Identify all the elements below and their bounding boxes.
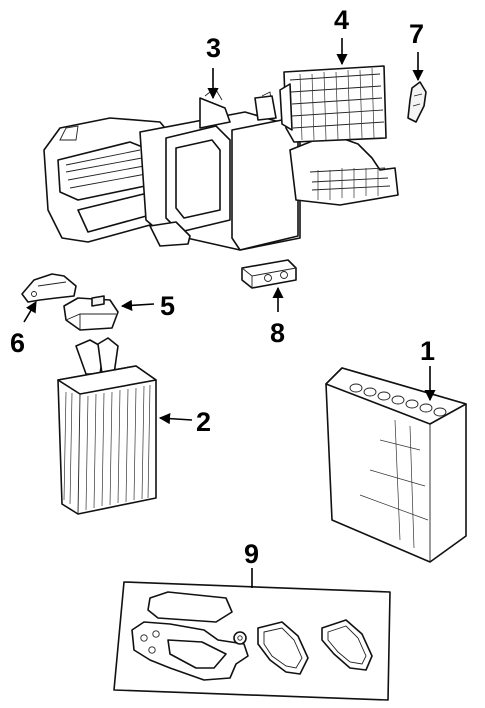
resistor [241,259,297,289]
hvac-housing [43,87,399,251]
callout-2: 2 [196,407,211,437]
callout-3: 3 [206,33,221,63]
clip [407,81,427,123]
heater-core-cover [325,367,467,563]
callout-6: 6 [10,328,25,358]
callout-7: 7 [409,19,424,49]
evaporator-core [279,65,387,143]
heater-core [57,337,157,515]
leader-lines [23,38,436,588]
callout-5: 5 [160,291,175,321]
bracket [21,273,77,303]
callout-4: 4 [334,5,349,35]
actuator [63,295,119,331]
callout-8: 8 [270,318,285,348]
callout-1: 1 [420,336,435,366]
callout-9: 9 [244,539,259,569]
seal-kit [113,581,391,701]
